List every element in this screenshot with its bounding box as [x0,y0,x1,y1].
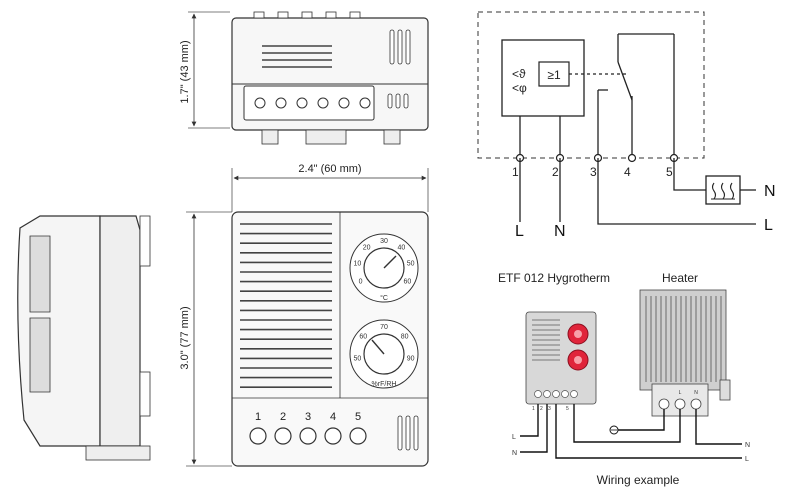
svg-text:<φ: <φ [512,81,527,95]
device-terminal-number: 3 [548,406,551,412]
or-gate-label: ≥1 [547,68,561,82]
front-terminal-number: 5 [355,411,361,423]
temp-scale-label: 30 [380,238,388,245]
schematic-terminal-number: 2 [552,165,559,179]
wiring-caption: Wiring example [597,473,680,487]
humidity-scale-label: 70 [380,324,388,331]
heater-terminal-l: L [679,390,682,396]
dim-width: 2.4" (60 mm) [298,163,361,175]
temp-scale-label: 0 [359,279,363,286]
temp-scale-label: 20 [363,244,371,251]
front-terminal-number: 1 [255,411,261,423]
temperature-dial[interactable]: 0 10 20 30 40 50 60 °C [349,233,419,303]
humidity-dial[interactable]: 50 60 70 80 90 %rF/RH [349,319,419,389]
front-terminal-screw[interactable] [274,427,292,445]
front-terminal-number: 2 [280,411,286,423]
device-terminal-number: 5 [566,406,569,412]
wire-right-n: N [745,442,750,449]
side-view [17,215,151,461]
schematic-terminal-number: 5 [666,165,673,179]
front-terminal-number: 3 [305,411,311,423]
schematic-terminal-number: 4 [624,165,631,179]
line-l1: L [515,223,524,240]
heater-terminal-n: N [694,390,698,396]
humidity-scale-label: 90 [407,356,415,363]
device-terminal-number: 2 [540,406,543,412]
wire-left-l: L [512,434,516,441]
heater-label: Heater [662,271,698,285]
schematic-terminal-number: 1 [512,165,519,179]
humidity-unit: %rF/RH [372,381,397,388]
schematic-terminal-number: 3 [590,165,597,179]
front-terminal-screw[interactable] [299,427,317,445]
humidity-scale-label: 80 [401,334,409,341]
front-terminal-screw[interactable] [249,427,267,445]
temp-scale-label: 60 [403,279,411,286]
circuit-schematic: <ϑ <φ ≥1 1 2 3 4 5 L N L N [477,11,776,240]
temp-scale-label: 50 [407,260,415,267]
svg-text:<ϑ: <ϑ [512,67,526,81]
temp-scale-label: 40 [397,244,405,251]
schematic-terminal [627,153,637,163]
wire-right-l: L [745,456,749,463]
front-terminal-screw[interactable] [349,427,367,445]
line-n-heater: N [764,183,776,200]
dim-height-top: 1.7" (43 mm) [179,40,191,103]
line-l2: L [764,217,773,234]
front-terminal-screw[interactable] [324,427,342,445]
dim-height-front: 3.0" (77 mm) [179,306,191,369]
humidity-scale-label: 60 [359,334,367,341]
heater-symbol [705,175,741,205]
line-n1: N [554,223,566,240]
humidity-scale-label: 50 [354,356,362,363]
front-terminal-number: 4 [330,411,336,423]
device-label: ETF 012 Hygrotherm [498,271,610,285]
top-view: 1.7" (43 mm) [179,11,429,145]
wire-left-n: N [512,450,517,457]
front-view: 2.4" (60 mm) 3.0" (77 mm) 0 10 20 30 40 50 60 … [179,163,429,467]
temp-scale-label: 10 [354,260,362,267]
temp-unit: °C [380,294,388,302]
device-terminal-number: 1 [532,406,535,412]
